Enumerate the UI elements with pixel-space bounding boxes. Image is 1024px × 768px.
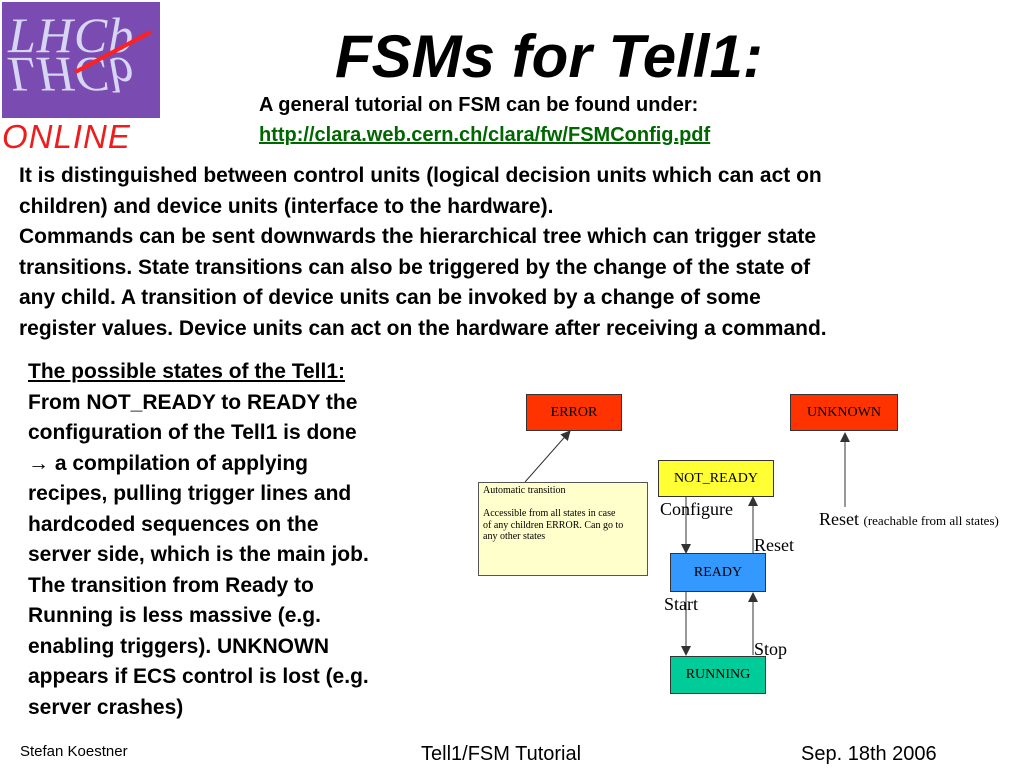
- description-line: appears if ECS control is lost (e.g.: [28, 665, 369, 688]
- description-line: recipes, pulling trigger lines and: [28, 482, 352, 505]
- description-line: hardcoded sequences on the: [28, 512, 319, 536]
- note-line: Automatic transition: [483, 485, 566, 496]
- state-running: RUNNING: [670, 656, 766, 694]
- description-line: configuration of the Tell1 is done: [28, 421, 357, 444]
- description-line: server side, which is the main job.: [28, 543, 369, 566]
- state-ready: READY: [670, 553, 766, 592]
- logo-background: [2, 2, 160, 118]
- description-line: From NOT_READY to READY the: [28, 390, 358, 414]
- label-configure: Configure: [660, 499, 733, 519]
- label-reset: Reset: [754, 535, 794, 555]
- description-line: Running is less massive (e.g.: [28, 604, 321, 627]
- page-title: FSMs for Tell1:: [335, 23, 763, 90]
- description-line: server crashes): [28, 695, 184, 719]
- footer-title: Tell1/FSM Tutorial: [421, 743, 582, 765]
- states-heading: The possible states of the Tell1:: [28, 360, 346, 383]
- description-line: The transition from Ready to: [28, 573, 314, 597]
- note-line: Accessible from all states in case: [483, 508, 616, 519]
- state-error: ERROR: [526, 394, 622, 431]
- label-start: Start: [664, 594, 698, 614]
- logo-online-text: ONLINE: [2, 118, 131, 155]
- paragraph-line: Commands can be sent downwards the hiera…: [19, 225, 817, 248]
- label-reset-all-note: (reachable from all states): [863, 513, 999, 528]
- footer-date: Sep. 18th 2006: [801, 743, 937, 765]
- paragraph-line: transitions. State transitions can also …: [19, 255, 811, 279]
- logo-mirror-text: LHCb: [8, 47, 135, 103]
- label-stop: Stop: [754, 639, 788, 659]
- paragraph-line: It is distinguished between control unit…: [19, 164, 822, 187]
- description-line: → a compilation of applying: [28, 451, 309, 475]
- lhcb-online-logo: LHCb LHCb ONLINE: [0, 0, 165, 155]
- automatic-transition-note: Automatic transition Accessible from all…: [478, 482, 648, 576]
- label-reset-all: Reset (reachable from all states): [819, 509, 999, 530]
- note-line: [483, 497, 643, 509]
- state-not-ready: NOT_READY: [658, 460, 774, 497]
- fsm-diagram: ERROR UNKNOWN NOT_READY READY RUNNING Au…: [470, 385, 1024, 705]
- subtitle: A general tutorial on FSM can be found u…: [259, 94, 699, 116]
- paragraph-line: children) and device units (interface to…: [19, 194, 554, 218]
- note-line: any other states: [483, 531, 546, 542]
- paragraph-line: any child. A transition of device units …: [19, 286, 761, 309]
- note-line: of any children ERROR. Can go to: [483, 519, 624, 531]
- intro-paragraph: It is distinguished between control unit…: [19, 161, 1014, 344]
- paragraph-line: register values. Device units can act on…: [19, 316, 827, 340]
- state-unknown: UNKNOWN: [790, 394, 898, 431]
- label-reset-all-text: Reset: [819, 509, 859, 529]
- arrow-note-to-error: [524, 430, 571, 483]
- description-line: enabling triggers). UNKNOWN: [28, 634, 330, 658]
- footer-author: Stefan Koestner: [20, 743, 128, 760]
- tutorial-link[interactable]: http://clara.web.cern.ch/clara/fw/FSMCon…: [259, 124, 711, 146]
- states-description: The possible states of the Tell1: From N…: [28, 357, 458, 723]
- fsm-arrows: [524, 430, 850, 656]
